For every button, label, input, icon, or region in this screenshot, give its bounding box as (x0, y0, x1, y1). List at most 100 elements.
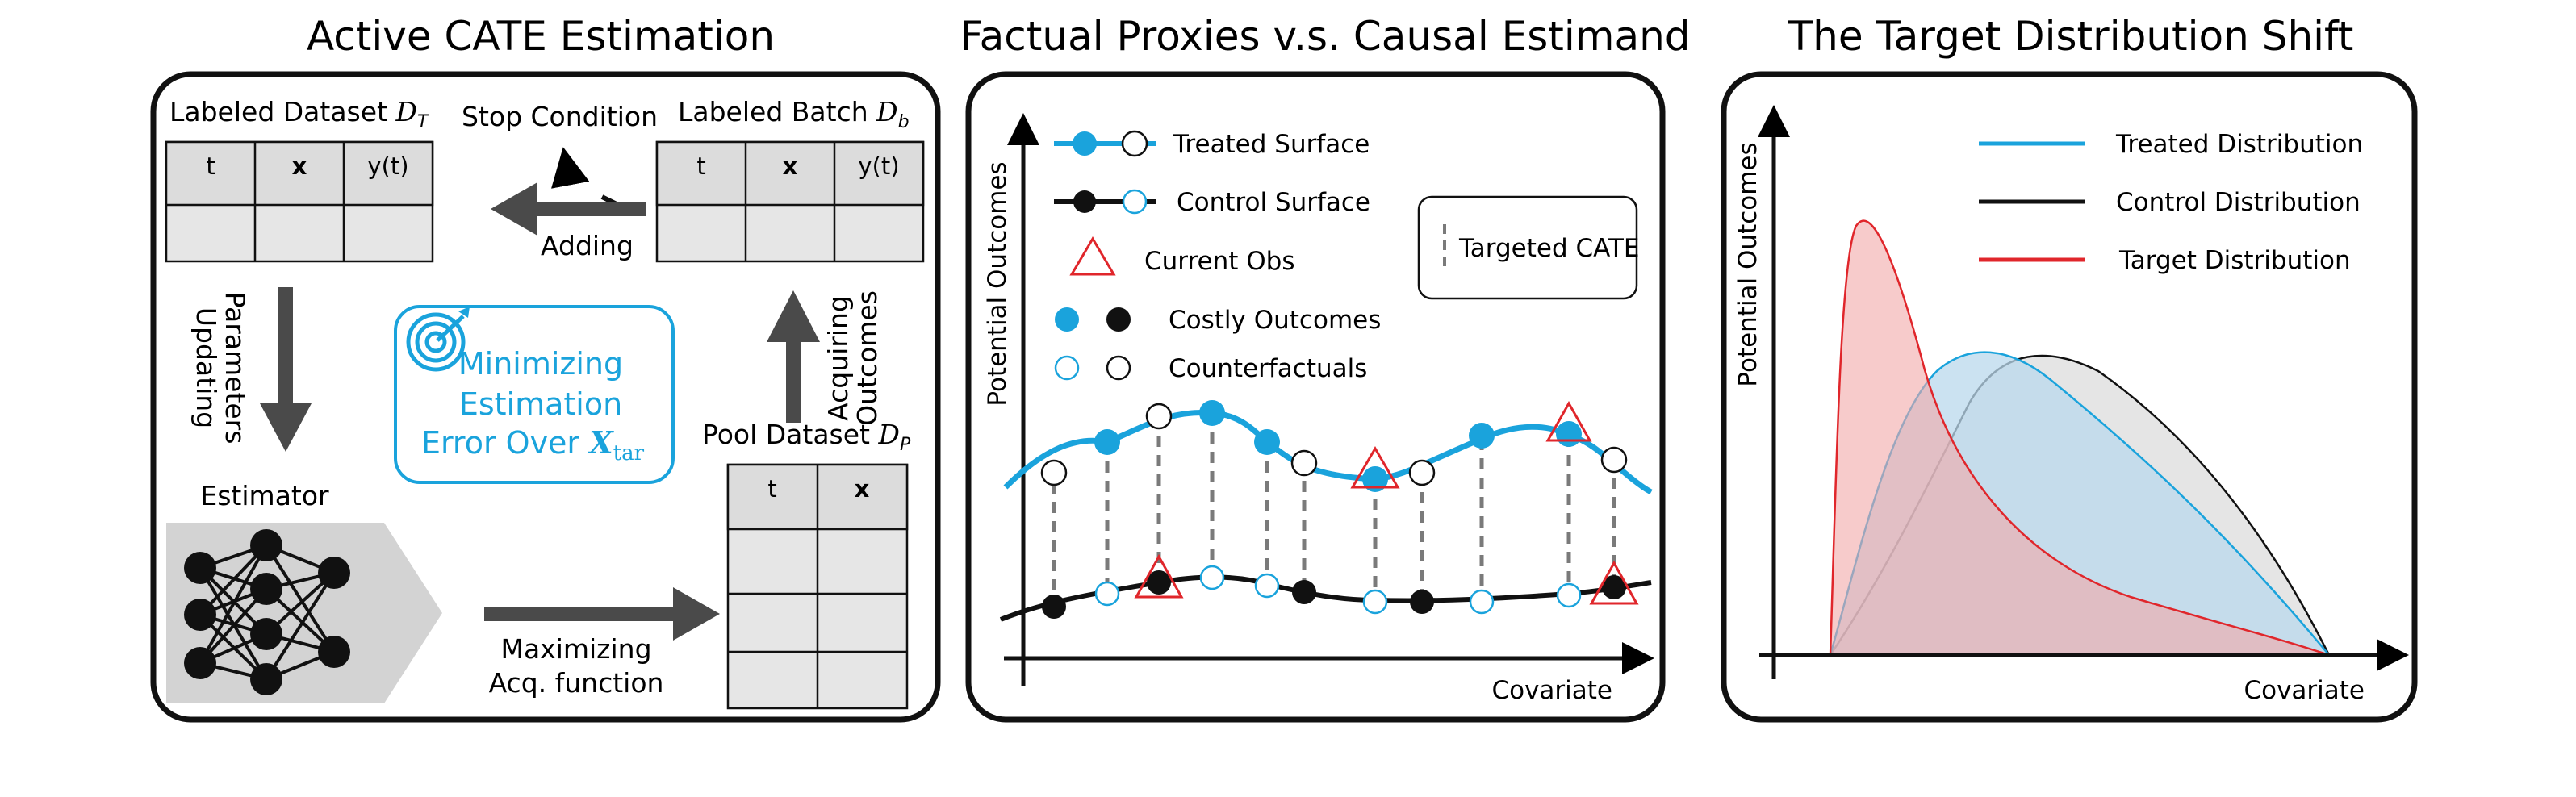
treated-costly-point (1469, 423, 1495, 449)
legend-control-distribution: Control Distribution (2116, 188, 2361, 217)
treated-counterfactual-point (1040, 459, 1068, 486)
nn-node (318, 557, 350, 589)
labeled-batch-col-y: y(t) (858, 152, 899, 180)
legend-treated-surface: Treated Surface (1173, 130, 1370, 159)
target-distribution-area (1829, 219, 2330, 657)
control-counterfactual-point (1199, 565, 1225, 590)
estimator-shape (166, 523, 442, 703)
neural-network-icon (184, 529, 350, 695)
control-counterfactual-point (1469, 589, 1495, 615)
target-icon (406, 307, 470, 372)
acquiring-label-1: Acquiring (822, 295, 854, 421)
maximizing-label-1: Maximizing (500, 633, 651, 665)
legend-treated-distribution: Treated Distribution (2115, 130, 2363, 159)
treated-costly-point (1199, 400, 1225, 426)
updating-label-1: Updating (190, 307, 222, 428)
panel-factual-proxies: Factual Proxies v.s. Causal Estimand Pot… (960, 13, 1691, 723)
control-points (1042, 553, 1639, 619)
control-costly-point (1147, 570, 1171, 595)
panel2-title: Factual Proxies v.s. Causal Estimand (960, 13, 1690, 60)
treated-counterfactual-point (1408, 459, 1436, 486)
control-costly-point (1602, 575, 1626, 599)
panel3-legend: Treated Distribution Control Distributio… (1979, 130, 2363, 275)
acquiring-arrow (767, 290, 820, 423)
treated-counterfactual-point (1145, 403, 1173, 430)
nn-edge (199, 545, 268, 664)
adding-label: Adding (541, 230, 634, 261)
panel1-title: Active CATE Estimation (307, 13, 775, 60)
panel2-x-label: Covariate (1491, 676, 1612, 705)
goal-box (394, 305, 675, 484)
pool-dataset-table: t x (726, 463, 909, 710)
treated-costly-point (1556, 421, 1582, 447)
current-obs-marker (1589, 560, 1639, 605)
pool-col-x: x (855, 475, 870, 503)
labeled-batch-col-t: t (696, 152, 705, 180)
stop-condition-label: Stop Condition (462, 101, 658, 132)
nn-node (250, 573, 282, 605)
maximizing-label-2: Acq. function (489, 667, 664, 699)
pool-col-t: t (767, 475, 776, 503)
goal-line-3: Error Over Xtar (421, 424, 645, 465)
panel2-y-label: Potential Outcomes (983, 161, 1012, 406)
nn-node (184, 647, 216, 679)
nn-edge (265, 544, 336, 653)
legend-target-distribution: Target Distribution (2118, 246, 2351, 275)
treated-counterfactual-point (1600, 446, 1628, 474)
estimator-label: Estimator (200, 480, 329, 511)
nn-edge (199, 587, 268, 665)
nn-node (184, 599, 216, 631)
labeled-dataset-col-x: x (292, 152, 307, 180)
treated-costly-point (1362, 466, 1388, 492)
legend-targeted-cate: Targeted CATE (1458, 234, 1639, 263)
control-counterfactual-point (1094, 581, 1120, 607)
legend-counterfactuals: Counterfactuals (1169, 354, 1367, 383)
nn-node (250, 663, 282, 695)
panel3-x-label: Covariate (2244, 676, 2365, 705)
labeled-dataset-col-y: y(t) (367, 152, 408, 180)
labeled-dataset-label: Labeled Dataset DT (169, 96, 429, 132)
nn-edge (265, 571, 336, 681)
nn-node (250, 529, 282, 561)
labeled-dataset-col-t: t (206, 152, 215, 180)
labeled-batch-label: Labeled Batch Db (678, 96, 910, 132)
control-counterfactual-point (1362, 589, 1388, 615)
labeled-dataset-table: t x y(t) (165, 140, 434, 263)
legend-control-surface: Control Surface (1177, 188, 1370, 217)
panel-active-cate: Active CATE Estimation Labeled Dataset D… (150, 13, 941, 723)
current-obs-marker (1350, 446, 1400, 489)
acquiring-label-2: Outcomes (851, 290, 883, 426)
panel3-y-label: Potential Outcomes (1733, 142, 1763, 386)
goal-line-2: Estimation (459, 386, 622, 422)
control-costly-point (1410, 590, 1434, 614)
panel-distribution-shift: The Target Distribution Shift Potential … (1721, 13, 2418, 723)
goal-line-1: Minimizing (458, 346, 623, 382)
stop-condition-arrow (551, 147, 590, 189)
labeled-batch-col-x: x (783, 152, 798, 180)
legend-current-obs: Current Obs (1144, 247, 1295, 276)
maximizing-arrow (484, 587, 720, 641)
nn-node (250, 618, 282, 650)
control-counterfactual-point (1254, 573, 1280, 599)
current-obs-marker (1134, 553, 1184, 599)
adding-arrow (491, 182, 646, 236)
treated-counterfactual-point (1290, 449, 1318, 477)
updating-arrow (260, 287, 312, 452)
panel2-frame (965, 71, 1666, 723)
current-obs-marker (1545, 400, 1592, 442)
nn-node (318, 636, 350, 668)
legend-costly-outcomes: Costly Outcomes (1169, 306, 1381, 335)
treated-costly-point (1094, 429, 1120, 455)
nn-node (184, 552, 216, 584)
treated-costly-point (1254, 429, 1280, 455)
pool-dataset-label: Pool Dataset DP (702, 419, 911, 455)
control-costly-point (1292, 580, 1316, 604)
control-costly-point (1042, 595, 1066, 619)
panel2-legend: Treated Surface Control Surface Current … (1054, 130, 1639, 383)
updating-label-2: Parameters (220, 292, 251, 444)
treated-points (1040, 400, 1628, 492)
labeled-batch-table: t x y(t) (655, 140, 925, 263)
panel3-title: The Target Distribution Shift (1788, 13, 2354, 60)
control-counterfactual-point (1556, 582, 1582, 608)
